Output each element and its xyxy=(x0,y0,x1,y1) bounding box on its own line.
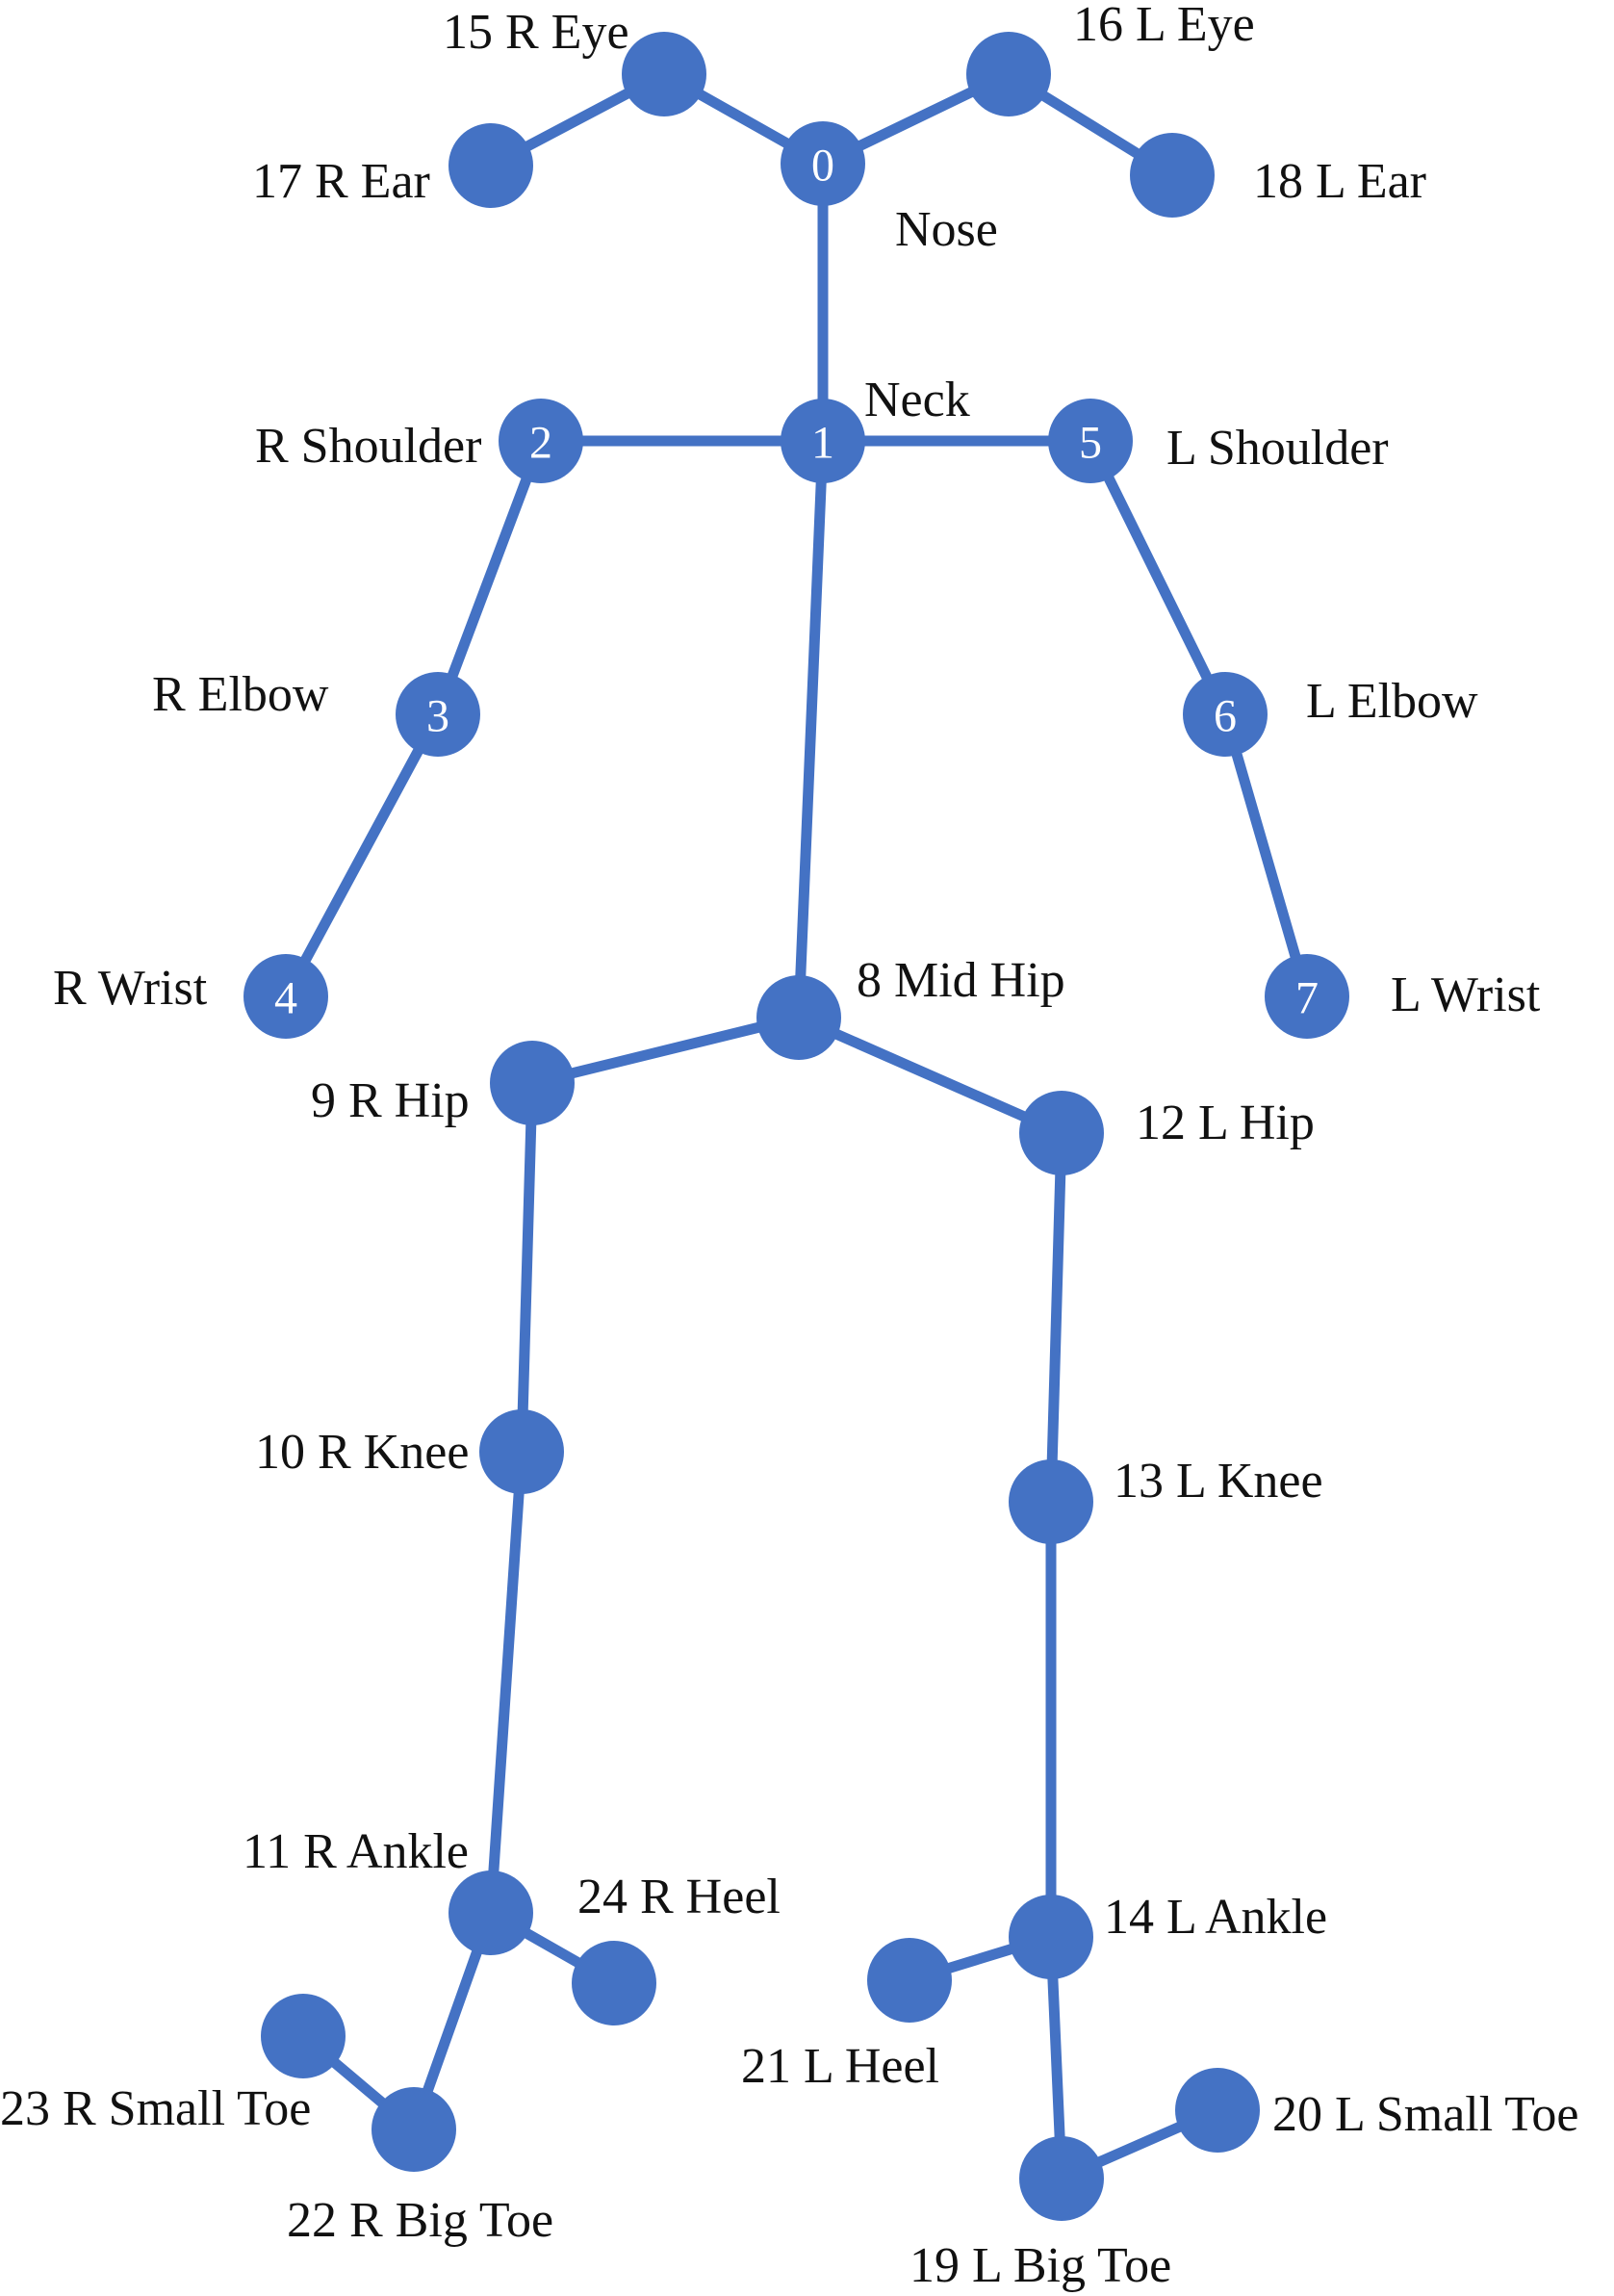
keypoint-label-3: R Elbow xyxy=(152,667,329,722)
keypoint-node-24 xyxy=(572,1941,656,2025)
edge-6-7 xyxy=(1219,709,1313,1002)
keypoint-number-1: 1 xyxy=(811,418,834,469)
keypoint-label-7: L Wrist xyxy=(1391,967,1541,1022)
edge-5-6 xyxy=(1085,435,1231,720)
edge-1-8 xyxy=(793,435,829,1023)
keypoint-label-20: 20 L Small Toe xyxy=(1272,2087,1578,2142)
edge-10-11 xyxy=(485,1446,527,1919)
keypoint-node-9 xyxy=(490,1041,575,1125)
keypoint-label-14: 14 L Ankle xyxy=(1104,1890,1327,1945)
keypoint-node-18 xyxy=(1130,133,1215,218)
keypoint-node-12 xyxy=(1019,1091,1104,1175)
keypoint-number-4: 4 xyxy=(274,973,297,1024)
keypoint-label-18: 18 L Ear xyxy=(1253,154,1426,209)
keypoint-node-0 xyxy=(781,121,865,206)
keypoint-label-10: 10 R Knee xyxy=(255,1425,469,1480)
keypoint-number-7: 7 xyxy=(1295,973,1319,1024)
keypoint-label-17: 17 R Ear xyxy=(252,154,430,209)
edge-9-10 xyxy=(516,1077,538,1458)
keypoint-label-12: 12 L Hip xyxy=(1136,1096,1315,1150)
keypoint-number-2: 2 xyxy=(529,418,552,469)
keypoint-label-6: L Elbow xyxy=(1306,674,1478,729)
keypoint-label-11: 11 R Ankle xyxy=(243,1824,469,1879)
keypoint-node-21 xyxy=(867,1938,952,2023)
keypoint-label-15: 15 R Eye xyxy=(443,5,629,60)
keypoint-node-5 xyxy=(1048,399,1133,483)
keypoint-label-21: 21 L Heel xyxy=(741,2039,939,2094)
keypoint-label-9: 9 R Hip xyxy=(311,1073,470,1128)
keypoint-label-2: R Shoulder xyxy=(255,419,481,474)
keypoint-node-8 xyxy=(756,975,841,1060)
keypoint-node-22 xyxy=(371,2087,456,2172)
edge-2-3 xyxy=(432,435,547,720)
keypoint-number-6: 6 xyxy=(1214,691,1237,742)
keypoint-node-16 xyxy=(966,32,1051,116)
keypoint-number-3: 3 xyxy=(426,691,449,742)
keypoint-node-4 xyxy=(243,954,328,1039)
keypoint-label-5: L Shoulder xyxy=(1166,421,1389,476)
keypoint-node-7 xyxy=(1265,954,1349,1039)
keypoint-label-16: 16 L Eye xyxy=(1073,0,1255,52)
keypoint-label-13: 13 L Knee xyxy=(1114,1454,1323,1509)
keypoint-node-6 xyxy=(1183,672,1268,757)
keypoint-node-20 xyxy=(1175,2068,1260,2153)
keypoint-node-1 xyxy=(781,399,865,483)
keypoint-node-15 xyxy=(622,32,706,116)
keypoint-node-14 xyxy=(1009,1895,1093,1979)
edge-12-13 xyxy=(1045,1127,1067,1508)
edge-3-4 xyxy=(280,709,444,1002)
keypoint-label-23: 23 R Small Toe xyxy=(0,2081,311,2136)
keypoint-label-4: R Wrist xyxy=(53,961,208,1016)
keypoint-node-2 xyxy=(499,399,583,483)
keypoint-number-5: 5 xyxy=(1079,418,1102,469)
edge-8-9 xyxy=(526,1012,805,1089)
keypoint-label-8: 8 Mid Hip xyxy=(857,953,1065,1008)
keypoint-node-17 xyxy=(448,123,533,208)
keypoint-node-23 xyxy=(261,1994,346,2078)
keypoint-node-10 xyxy=(479,1409,564,1494)
keypoint-node-13 xyxy=(1009,1459,1093,1544)
keypoint-label-22: 22 R Big Toe xyxy=(287,2193,553,2248)
keypoint-node-3 xyxy=(396,672,480,757)
edge-8-12 xyxy=(793,1012,1067,1139)
keypoint-label-1: Neck xyxy=(864,373,970,427)
keypoint-node-11 xyxy=(448,1870,533,1955)
keypoint-node-19 xyxy=(1019,2136,1104,2221)
keypoint-label-24: 24 R Heel xyxy=(577,1870,781,1924)
keypoint-label-19: 19 L Big Toe xyxy=(909,2238,1171,2293)
keypoint-number-0: 0 xyxy=(811,141,834,192)
keypoint-label-0: Nose xyxy=(895,202,998,257)
keypoint-nodes: 0 1 2 3 4 5 6 7 xyxy=(243,32,1349,2221)
